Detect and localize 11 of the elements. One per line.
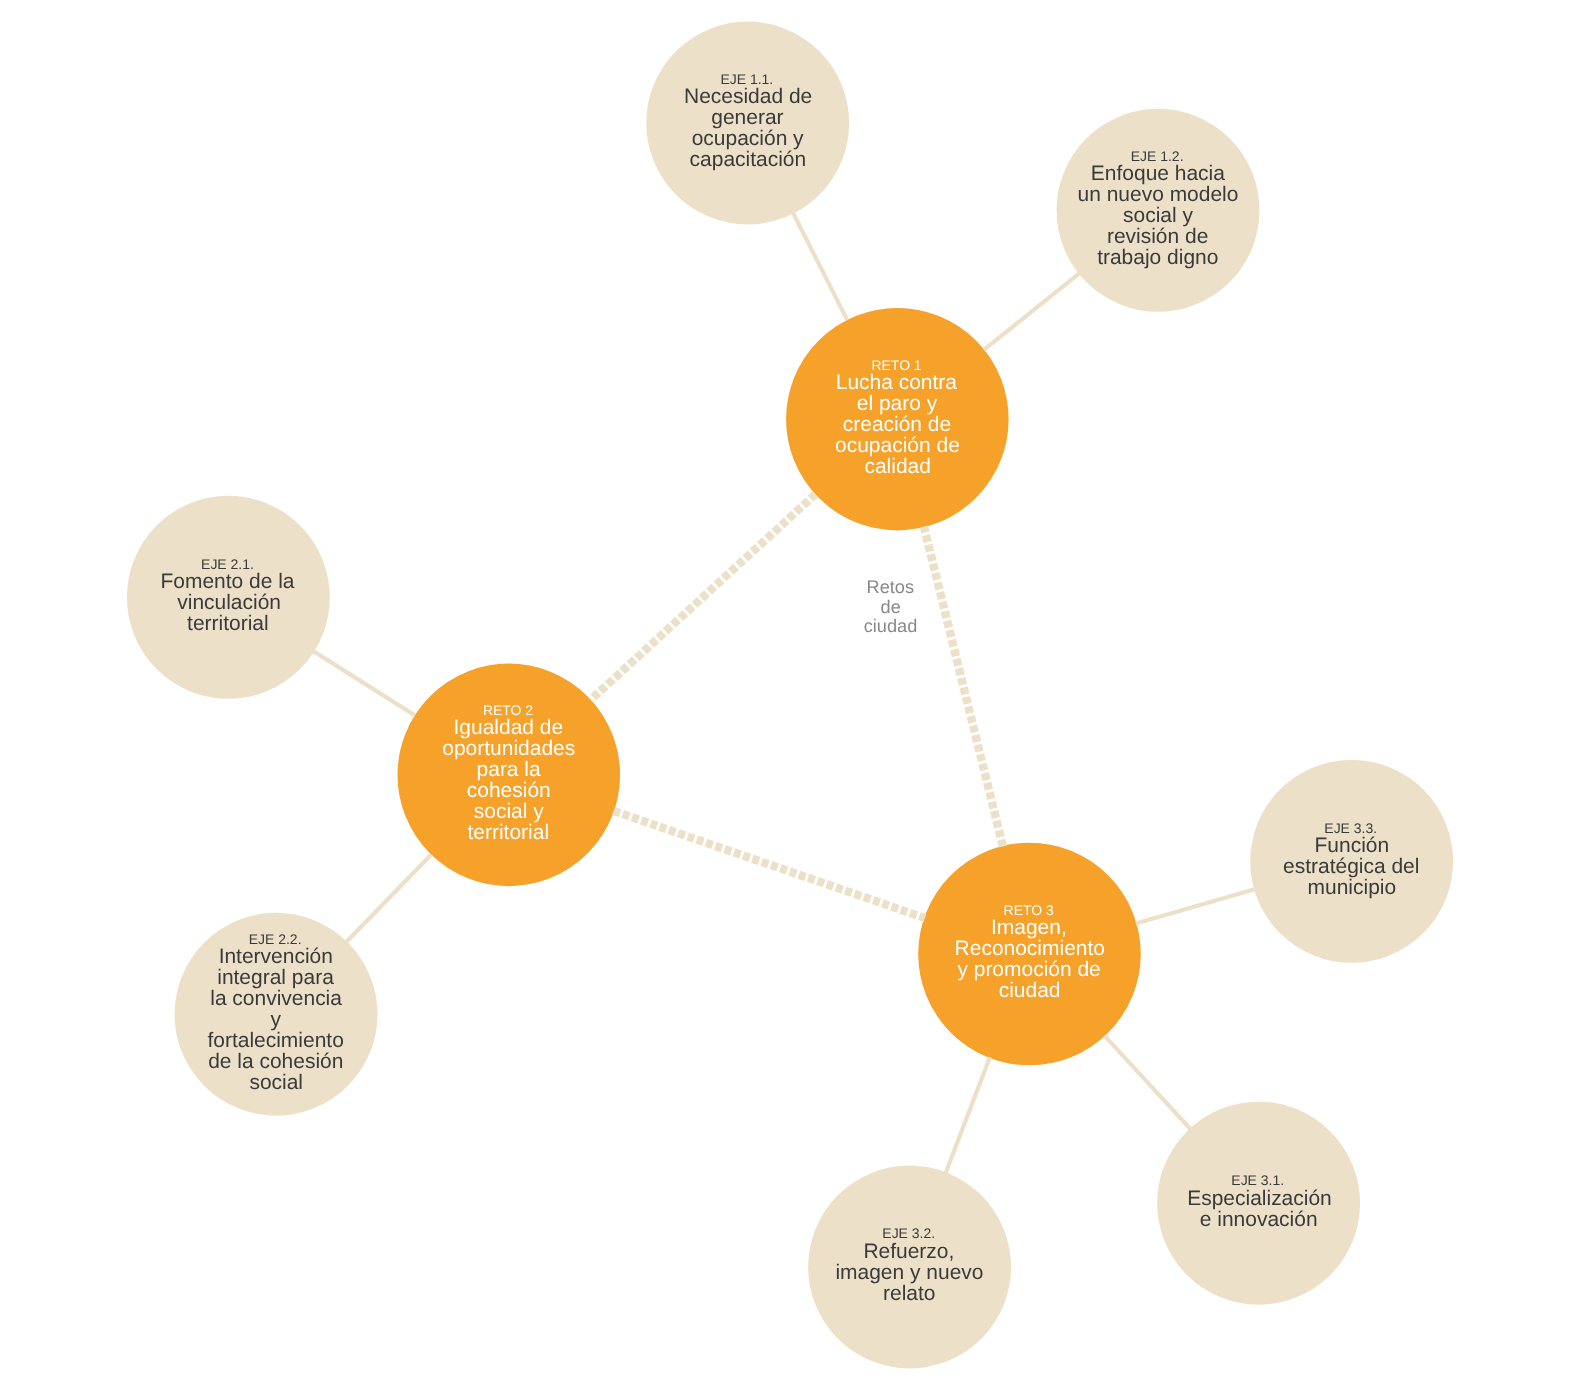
connector	[344, 853, 432, 944]
connector	[1101, 1034, 1191, 1131]
connector	[1134, 887, 1255, 926]
connector	[586, 491, 818, 704]
connector	[918, 525, 1006, 848]
connector	[790, 212, 849, 322]
connector	[981, 271, 1080, 352]
connector	[611, 806, 926, 922]
connector	[311, 649, 416, 718]
label: Retos de ciudad	[862, 576, 917, 637]
connector	[942, 1056, 991, 1174]
